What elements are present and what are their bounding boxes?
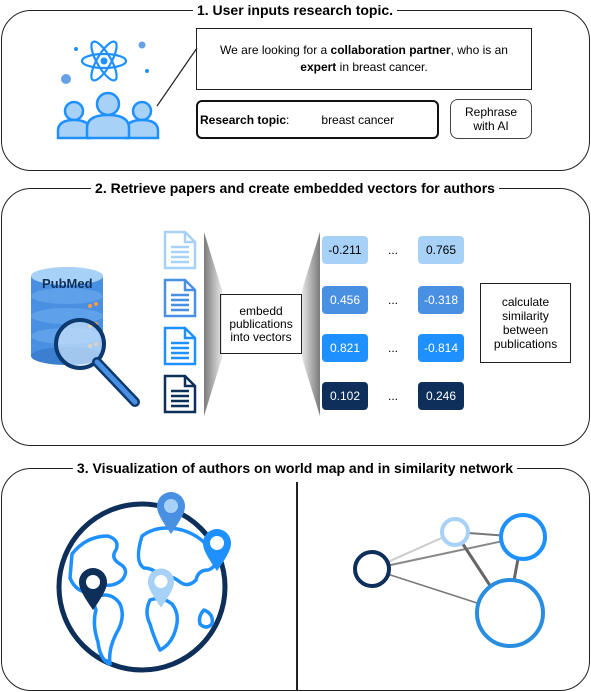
network-node bbox=[440, 517, 470, 547]
pubmed-label: PubMed bbox=[42, 276, 93, 291]
encoder-funnel bbox=[204, 232, 320, 416]
calculate-similarity-box: calculate similarity between publication… bbox=[480, 283, 571, 363]
vector-ellipsis: ... bbox=[387, 243, 398, 257]
vector-ellipsis: ... bbox=[387, 341, 398, 355]
research-topic-label: Research topic bbox=[200, 112, 287, 127]
vector-ellipsis: ... bbox=[387, 389, 398, 403]
vector-value: 0.765 bbox=[418, 236, 464, 264]
vector-value: 0.102 bbox=[322, 382, 368, 410]
vector-ellipsis: ... bbox=[387, 293, 398, 307]
vector-value: -0.318 bbox=[418, 286, 464, 314]
document-icon bbox=[163, 374, 197, 414]
map-pin-icon bbox=[203, 529, 231, 571]
map-pin-icon bbox=[147, 568, 175, 608]
panel-1-title: 1. User inputs research topic. bbox=[192, 2, 398, 18]
document-icon bbox=[163, 326, 197, 366]
rephrase-with-ai-button[interactable]: Rephrase with AI bbox=[450, 99, 532, 139]
network-node bbox=[499, 513, 547, 561]
panel-user-input bbox=[1, 10, 590, 171]
speech-bubble-pointer bbox=[156, 47, 198, 107]
document-icon bbox=[163, 278, 197, 318]
query-speech-bubble: We are looking for a collaboration partn… bbox=[196, 28, 532, 90]
network-node bbox=[475, 578, 545, 648]
vector-value: 0.456 bbox=[322, 286, 368, 314]
embed-publications-box: embedd publications into vectors bbox=[220, 294, 302, 354]
vector-value: -0.814 bbox=[418, 334, 464, 362]
document-icon bbox=[163, 230, 197, 270]
panel-3-title: 3. Visualization of authors on world map… bbox=[72, 460, 518, 476]
similarity-network-graph bbox=[353, 513, 547, 648]
map-pin-icon bbox=[79, 568, 107, 610]
map-pin-icon bbox=[157, 492, 185, 534]
pubmed-database-icon bbox=[31, 267, 140, 407]
vector-value: -0.211 bbox=[322, 236, 368, 264]
vector-value: 0.246 bbox=[418, 382, 464, 410]
world-map-globe-icon bbox=[56, 501, 228, 673]
vector-value: 0.821 bbox=[322, 334, 368, 362]
panel-divider bbox=[296, 482, 298, 691]
research-topic-field[interactable]: Research topic: breast cancer bbox=[196, 100, 439, 139]
researchers-icon bbox=[56, 40, 160, 140]
panel-2-title: 2. Retrieve papers and create embedded v… bbox=[91, 180, 499, 196]
research-topic-value: breast cancer bbox=[321, 112, 395, 127]
network-node bbox=[353, 550, 391, 588]
